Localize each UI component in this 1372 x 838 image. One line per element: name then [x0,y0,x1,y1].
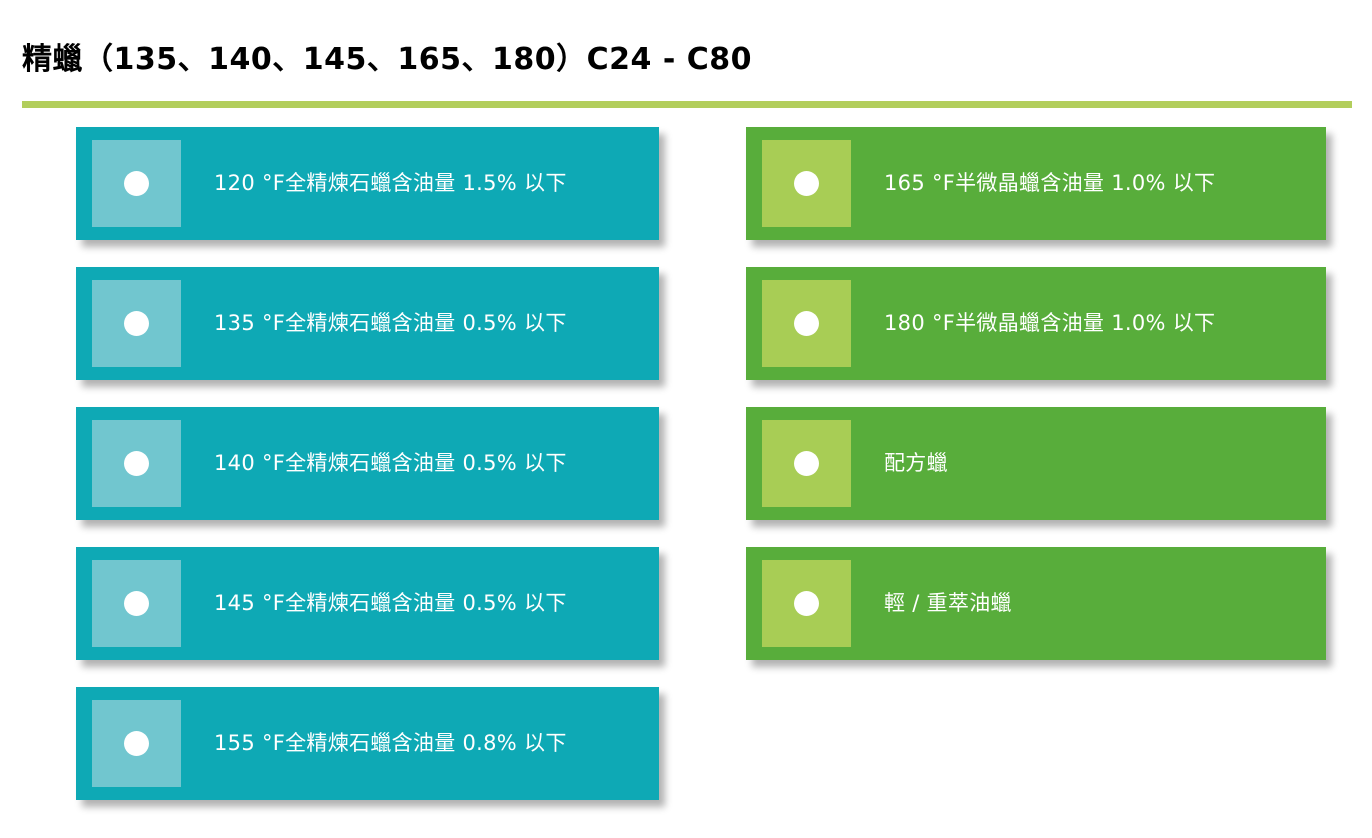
dot-shape [794,451,819,476]
list-item-label: 165 °F半微晶蠟含油量 1.0% 以下 [884,171,1216,196]
list-item-label: 配方蠟 [884,451,948,476]
dot-shape [124,311,149,336]
bullet-dot-icon [92,420,181,507]
list-item[interactable]: 180 °F半微晶蠟含油量 1.0% 以下 [746,267,1326,380]
title-divider-rule [22,101,1352,108]
dot-shape [124,591,149,616]
list-item[interactable]: 135 °F全精煉石蠟含油量 0.5% 以下 [76,267,659,380]
list-item[interactable]: 輕 / 重萃油蠟 [746,547,1326,660]
bullet-dot-icon [762,560,851,647]
dot-shape [124,171,149,196]
list-item[interactable]: 155 °F全精煉石蠟含油量 0.8% 以下 [76,687,659,800]
list-item[interactable]: 140 °F全精煉石蠟含油量 0.5% 以下 [76,407,659,520]
bullet-dot-icon [92,140,181,227]
list-item[interactable]: 120 °F全精煉石蠟含油量 1.5% 以下 [76,127,659,240]
list-item[interactable]: 165 °F半微晶蠟含油量 1.0% 以下 [746,127,1326,240]
page-title: 精蠟（135、140、145、165、180）C24 - C80 [22,42,752,77]
list-item-label: 輕 / 重萃油蠟 [884,591,1012,616]
dot-shape [794,311,819,336]
dot-shape [124,731,149,756]
bullet-dot-icon [762,140,851,227]
list-item[interactable]: 145 °F全精煉石蠟含油量 0.5% 以下 [76,547,659,660]
bullet-dot-icon [92,280,181,367]
list-item-label: 120 °F全精煉石蠟含油量 1.5% 以下 [214,171,567,196]
bullet-dot-icon [762,280,851,367]
list-item-label: 145 °F全精煉石蠟含油量 0.5% 以下 [214,591,567,616]
page-header: 精蠟（135、140、145、165、180）C24 - C80 [0,0,1372,110]
list-item-label: 155 °F全精煉石蠟含油量 0.8% 以下 [214,731,567,756]
list-item[interactable]: 配方蠟 [746,407,1326,520]
list-item-label: 180 °F半微晶蠟含油量 1.0% 以下 [884,311,1216,336]
bullet-dot-icon [92,700,181,787]
dot-shape [794,591,819,616]
dot-shape [124,451,149,476]
bullet-dot-icon [762,420,851,507]
list-item-label: 135 °F全精煉石蠟含油量 0.5% 以下 [214,311,567,336]
bullet-dot-icon [92,560,181,647]
dot-shape [794,171,819,196]
list-item-label: 140 °F全精煉石蠟含油量 0.5% 以下 [214,451,567,476]
